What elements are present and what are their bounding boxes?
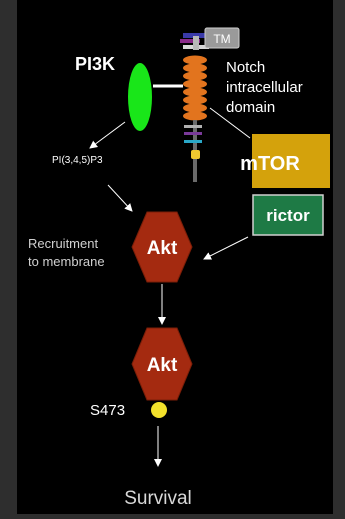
mtor-label: mTOR — [240, 153, 300, 175]
notch-receptor: TM Notch intracellular domain — [180, 27, 303, 182]
akt-label-top: Akt — [147, 238, 178, 259]
notch-label-connector — [209, 107, 251, 139]
pip3-label: PI(3,4,5)P3 — [52, 155, 103, 166]
notch-label-line-2: intracellular — [226, 79, 303, 96]
notch-ankyrin-repeats — [183, 55, 207, 121]
survival-label: Survival — [124, 488, 192, 509]
recruitment-label-line-2: to membrane — [28, 254, 105, 269]
notch-label-line-3: domain — [226, 99, 275, 116]
notch-pest-domain — [191, 150, 200, 159]
phosphorylation-dot — [151, 402, 167, 418]
ankyrin-repeat — [183, 87, 207, 97]
ankyrin-repeat — [183, 111, 207, 121]
akt-label-bottom: Akt — [147, 355, 178, 376]
akt-hexagon-bottom — [131, 327, 193, 401]
akt-hexagon-top — [131, 211, 193, 283]
pi3k-label: PI3K — [75, 54, 115, 74]
ankyrin-repeat — [183, 71, 207, 81]
ankyrin-repeat — [183, 63, 207, 73]
recruitment-label-line-1: Recruitment — [28, 236, 98, 251]
pi3k-ellipse — [128, 63, 152, 131]
rictor-label: rictor — [266, 206, 310, 225]
notch-label-line-1: Notch — [226, 59, 265, 76]
notch-bar — [184, 140, 202, 143]
tm-bar-purple — [180, 39, 200, 43]
ankyrin-repeat — [183, 55, 207, 65]
tm-box — [204, 27, 240, 49]
ankyrin-repeat — [183, 95, 207, 105]
pi3k: PI3K — [75, 54, 183, 131]
notch-bar — [184, 125, 202, 128]
pi3k-to-pip3-arrow — [89, 121, 126, 149]
notch-bar — [184, 132, 202, 135]
s473-label: S473 — [90, 402, 125, 419]
tm-label: TM — [213, 32, 230, 46]
tm-stem — [193, 36, 199, 50]
ankyrin-repeat — [183, 79, 207, 89]
pip3-to-akt-arrow — [107, 184, 133, 212]
rictor-box — [252, 194, 324, 236]
ankyrin-repeat — [183, 103, 207, 113]
rictor-to-akt-arrow — [203, 236, 249, 260]
mtor-box — [252, 134, 330, 188]
tm-bar-blue — [183, 33, 209, 38]
